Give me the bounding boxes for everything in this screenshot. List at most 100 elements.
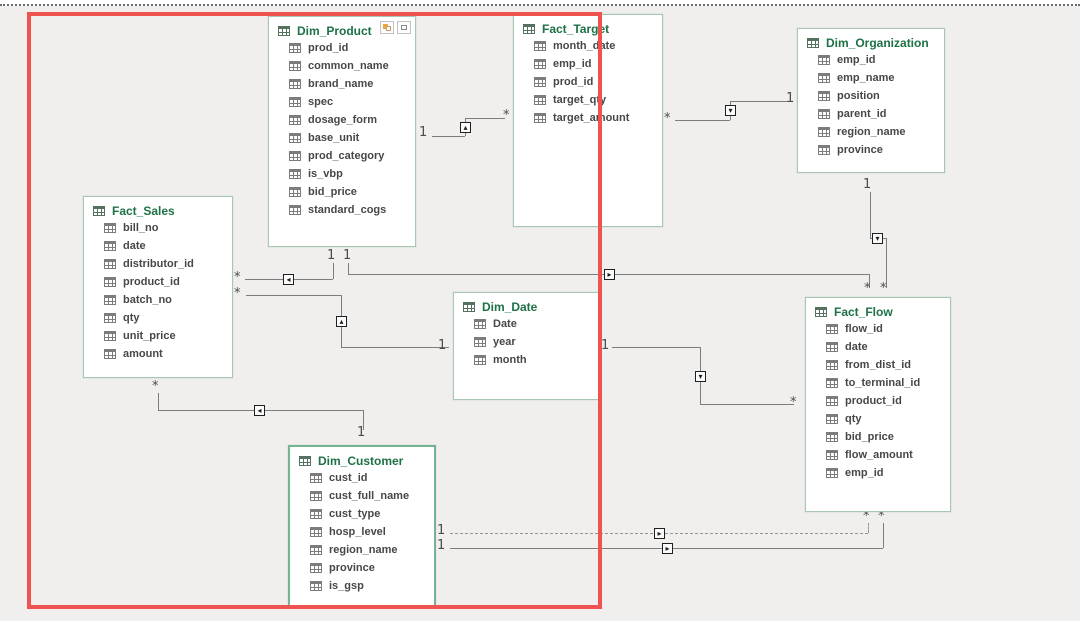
field-row[interactable]: prod_id [289,39,415,57]
field-row[interactable]: emp_name [818,69,944,87]
cardinality-label: 1 [437,538,446,553]
field-row[interactable]: month [474,351,599,369]
field-row[interactable]: brand_name [289,75,415,93]
field-row[interactable]: product_id [104,273,232,291]
field-row[interactable]: product_id [826,392,950,410]
relationship-direction-icon[interactable]: ▾ [725,105,736,116]
field-row[interactable]: unit_price [104,327,232,345]
field-row[interactable]: qty [104,309,232,327]
field-row[interactable]: qty [826,410,950,428]
table-header[interactable]: Dim_Product [269,17,415,38]
relationship-direction-icon[interactable]: ◂ [254,405,265,416]
relationship-line-fact_sales-to-dim_date[interactable] [246,295,341,296]
field-table-icon [289,61,301,71]
field-label: year [493,336,516,348]
relationship-line-dim_product-to-fact_flow[interactable] [869,274,870,288]
field-row[interactable]: cust_type [310,505,434,523]
field-row[interactable]: to_terminal_id [826,374,950,392]
relationship-direction-icon[interactable]: ▴ [336,316,347,327]
field-row[interactable]: parent_id [818,105,944,123]
field-row[interactable]: amount [104,345,232,363]
field-row[interactable]: is_gsp [310,577,434,595]
field-row[interactable]: hosp_level [310,523,434,541]
table-icon [278,26,290,36]
relationship-direction-icon[interactable]: ▾ [695,371,706,382]
relationship-line-dim_product-to-fact_target[interactable] [465,118,505,119]
relationship-line-dim_date-to-fact_flow[interactable] [700,404,794,405]
page-top-boundary [0,0,1080,6]
field-row[interactable]: base_unit [289,129,415,147]
field-table-icon [310,509,322,519]
field-row[interactable]: emp_id [818,51,944,69]
relationship-direction-icon[interactable]: ▸ [604,269,615,280]
relationship-direction-icon[interactable]: ▴ [460,122,471,133]
relationship-direction-icon[interactable]: ▸ [662,543,673,554]
field-table-icon [818,91,830,101]
field-row[interactable]: province [818,141,944,159]
field-row[interactable]: spec [289,93,415,111]
relationship-line-dim_customer-to-fact_flow-inactive[interactable] [868,523,869,533]
field-row[interactable]: date [826,338,950,356]
field-row[interactable]: bid_price [289,183,415,201]
table-icon [815,307,827,317]
field-row[interactable]: Date [474,315,599,333]
field-table-icon [474,337,486,347]
table-header[interactable]: Dim_Organization [798,29,944,50]
field-row[interactable]: emp_id [826,464,950,482]
relationship-line-dim_customer-to-fact_sales[interactable] [363,410,364,430]
relationship-line-dim_customer-to-fact_sales[interactable] [158,393,159,410]
field-row[interactable]: prod_id [534,73,662,91]
table-header[interactable]: Fact_Flow [806,298,950,319]
field-row[interactable]: year [474,333,599,351]
relationship-line-dim_organization-to-fact_flow[interactable] [886,238,887,288]
field-row[interactable]: flow_amount [826,446,950,464]
relationship-line-dim_product-to-fact_flow[interactable] [348,263,349,274]
field-row[interactable]: dosage_form [289,111,415,129]
field-row[interactable]: cust_full_name [310,487,434,505]
relationship-line-fact_sales-to-dim_date[interactable] [341,347,449,348]
field-row[interactable]: target_amount [534,109,662,127]
relationship-direction-icon[interactable]: ◂ [283,274,294,285]
field-row[interactable]: is_vbp [289,165,415,183]
relationship-direction-icon[interactable]: ▸ [654,528,665,539]
field-row[interactable]: flow_id [826,320,950,338]
field-row[interactable]: standard_cogs [289,201,415,219]
field-row[interactable]: position [818,87,944,105]
field-row[interactable]: bill_no [104,219,232,237]
field-row[interactable]: distributor_id [104,255,232,273]
relationship-line-dim_product-to-fact_sales[interactable] [333,263,334,279]
relationship-line-dim_organization-to-fact_flow[interactable] [870,192,871,238]
relationship-line-dim_product-to-fact_target[interactable] [432,136,465,137]
table-header[interactable]: Dim_Date [454,293,599,314]
field-row[interactable]: emp_id [534,55,662,73]
table-header[interactable]: Fact_Target [514,15,662,36]
field-row[interactable]: cust_id [310,469,434,487]
field-row[interactable]: batch_no [104,291,232,309]
table-header[interactable]: Fact_Sales [84,197,232,218]
field-row[interactable]: province [310,559,434,577]
field-row[interactable]: bid_price [826,428,950,446]
relationship-line-dim_date-to-fact_flow[interactable] [612,347,700,348]
relationship-line-dim_customer-to-fact_flow[interactable] [883,523,884,548]
focus-icon[interactable] [397,21,411,34]
relationship-line-fact_target-to-dim_organization[interactable] [730,101,789,102]
table-header[interactable]: Dim_Customer [290,447,434,468]
field-row[interactable]: from_dist_id [826,356,950,374]
relationship-line-fact_target-to-dim_organization[interactable] [675,120,730,121]
relationship-direction-icon[interactable]: ▾ [872,233,883,244]
field-row[interactable]: region_name [818,123,944,141]
layers-icon[interactable] [380,21,394,34]
field-row[interactable]: target_qty [534,91,662,109]
field-row[interactable]: prod_category [289,147,415,165]
field-row[interactable]: date [104,237,232,255]
field-row[interactable]: region_name [310,541,434,559]
field-row[interactable]: common_name [289,57,415,75]
field-table-icon [826,342,838,352]
